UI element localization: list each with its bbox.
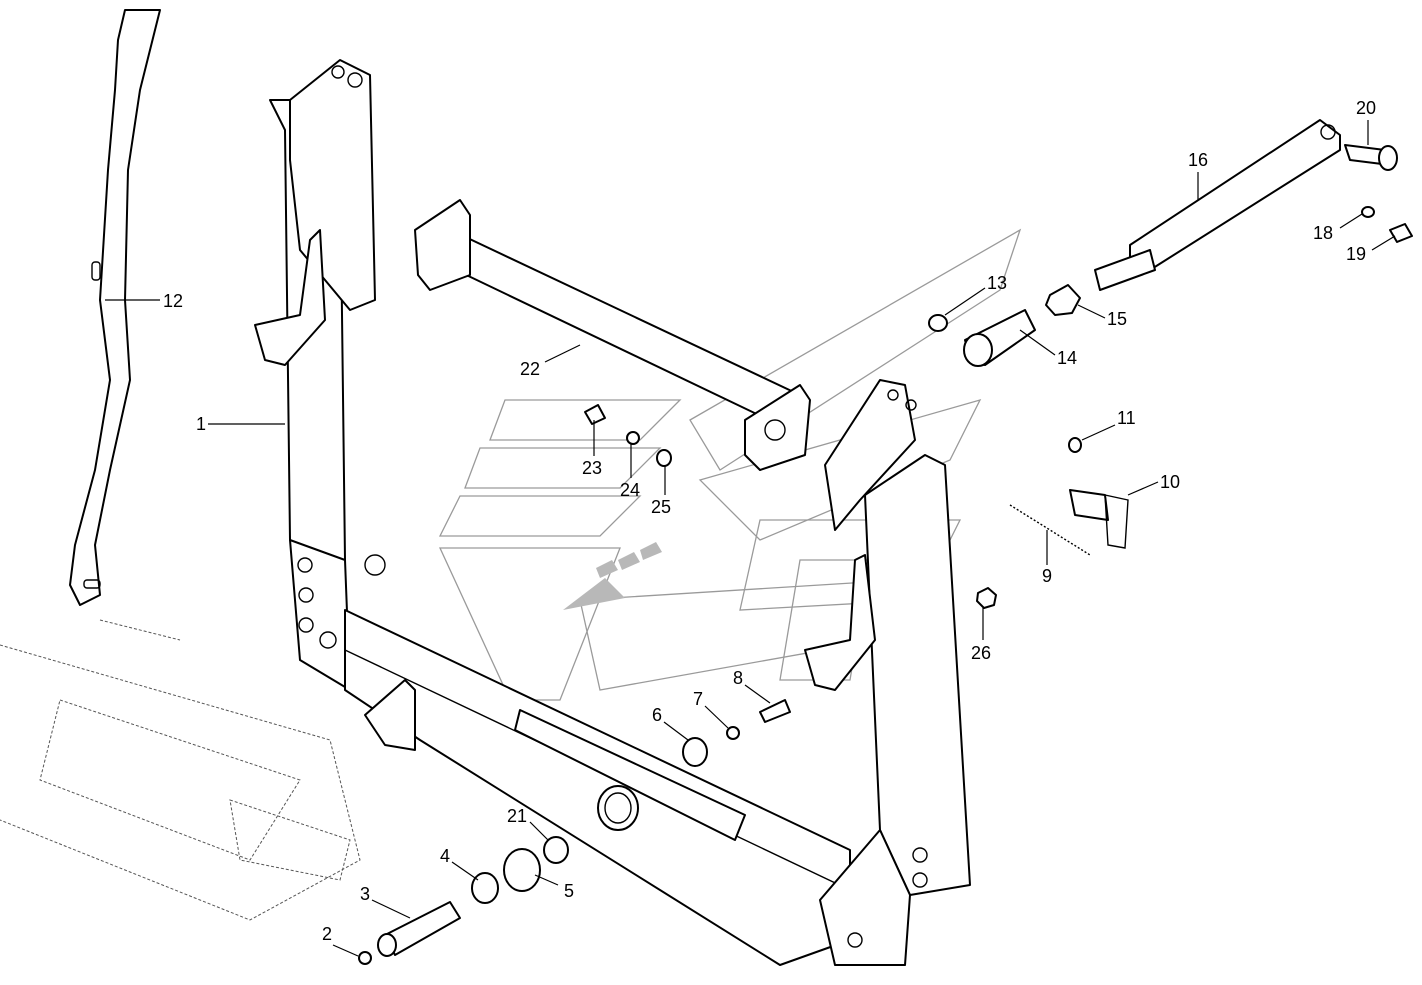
- callout-3: 3: [360, 884, 370, 904]
- main-frame-part: [254, 59, 971, 966]
- callout-8: 8: [733, 668, 743, 688]
- callout-13: 13: [987, 273, 1007, 293]
- callout-16: 16: [1188, 150, 1208, 170]
- callout-2: 2: [322, 924, 332, 944]
- callout-23: 23: [582, 458, 602, 478]
- callout-4: 4: [440, 846, 450, 866]
- callout-21: 21: [507, 806, 527, 826]
- callout-12: 12: [163, 291, 183, 311]
- top-link-part: [1094, 119, 1341, 291]
- callout-14: 14: [1057, 348, 1077, 368]
- callout-5: 5: [564, 881, 574, 901]
- callout-22: 22: [520, 359, 540, 379]
- hardware-parts: [358, 144, 1413, 965]
- callout-9: 9: [1042, 566, 1052, 586]
- callout-25: 25: [651, 497, 671, 517]
- cross-tube-part: [414, 199, 811, 471]
- callout-18: 18: [1313, 223, 1333, 243]
- callout-7: 7: [693, 689, 703, 709]
- callout-20: 20: [1356, 98, 1376, 118]
- callout-15: 15: [1107, 309, 1127, 329]
- callout-labels: 1 2 3 4 5 6 7 8 9 10 11 12 13 14 15 16 1…: [163, 98, 1376, 944]
- lever-bar-part: [69, 9, 161, 606]
- tractor-frame-outline: [0, 619, 361, 921]
- leader-lines: [105, 120, 1396, 957]
- callout-19: 19: [1346, 244, 1366, 264]
- callout-1: 1: [196, 414, 206, 434]
- callout-24: 24: [620, 480, 640, 500]
- callout-26: 26: [971, 643, 991, 663]
- callout-10: 10: [1160, 472, 1180, 492]
- callout-6: 6: [652, 705, 662, 725]
- callout-11: 11: [1117, 408, 1136, 428]
